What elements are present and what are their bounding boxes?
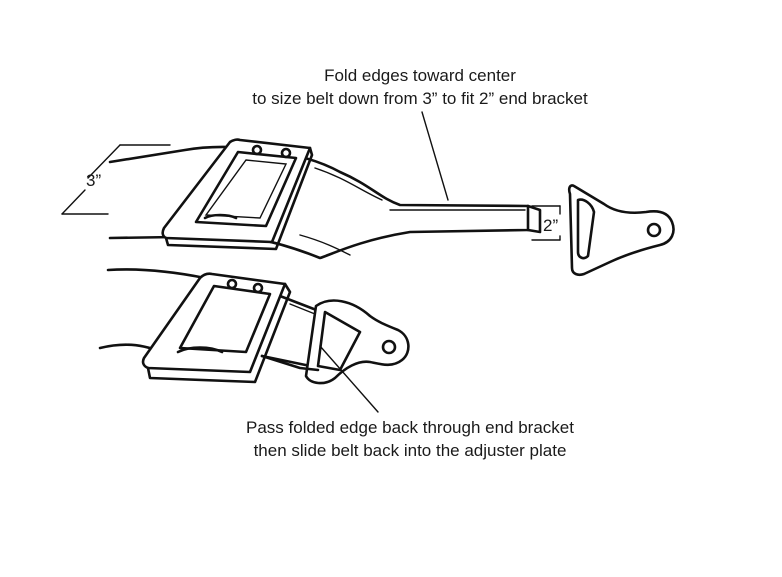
dimension-2in bbox=[531, 205, 561, 241]
dimension-3in-label: 3” bbox=[86, 171, 102, 190]
belt-tail-end bbox=[526, 204, 542, 234]
belt-edge bbox=[106, 268, 207, 280]
bottom-pointer-line bbox=[319, 345, 379, 413]
end-bracket bbox=[567, 184, 675, 277]
bottom-caption: Pass folded edge back through end bracke… bbox=[190, 416, 630, 462]
top-caption-line2: to size belt down from 3” to fit 2” end … bbox=[252, 89, 588, 108]
fold-crease bbox=[299, 234, 351, 256]
bottom-adjuster-plate bbox=[141, 272, 320, 384]
bottom-caption-line2: then slide belt back into the adjuster p… bbox=[253, 441, 567, 460]
top-caption: Fold edges toward center to size belt do… bbox=[200, 64, 640, 110]
bottom-caption-line1: Pass folded edge back through end bracke… bbox=[246, 418, 574, 437]
fold-crease bbox=[314, 167, 383, 201]
top-caption-line1: Fold edges toward center bbox=[324, 66, 516, 85]
top-belt bbox=[108, 145, 542, 260]
dimension-2in-label: 2” bbox=[543, 216, 559, 235]
top-adjuster-plate bbox=[161, 138, 314, 251]
dimension-3in bbox=[61, 144, 171, 215]
bottom-end-bracket bbox=[304, 299, 410, 385]
top-pointer-line bbox=[421, 111, 449, 201]
